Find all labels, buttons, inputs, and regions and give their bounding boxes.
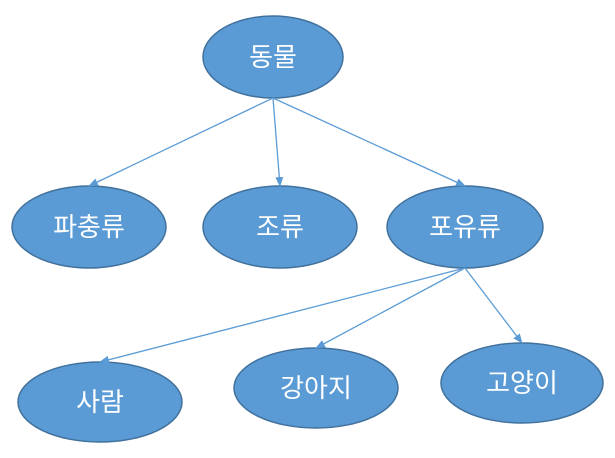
node-label-animal: 동물 — [249, 42, 297, 72]
node-label-human: 사람 — [76, 387, 124, 417]
edge-animal-bird — [272, 97, 284, 187]
node-label-reptile: 파충류 — [53, 212, 125, 242]
edge-mammal-cat — [464, 267, 523, 344]
node-label-cat: 고양이 — [486, 368, 558, 398]
edge-mammal-puppy — [315, 267, 466, 349]
node-cat: 고양이 — [440, 342, 604, 424]
node-bird: 조류 — [202, 185, 358, 269]
node-label-mammal: 포유류 — [429, 212, 501, 242]
node-animal: 동물 — [202, 15, 344, 99]
node-label-bird: 조류 — [256, 212, 304, 242]
edge-animal-mammal — [272, 97, 466, 187]
node-human: 사람 — [17, 361, 183, 443]
node-reptile: 파충류 — [11, 185, 167, 269]
edge-mammal-human — [99, 267, 466, 364]
node-mammal: 포유류 — [386, 185, 544, 269]
node-label-puppy: 강아지 — [280, 373, 352, 403]
edge-animal-reptile — [88, 97, 274, 187]
node-puppy: 강아지 — [233, 347, 399, 429]
